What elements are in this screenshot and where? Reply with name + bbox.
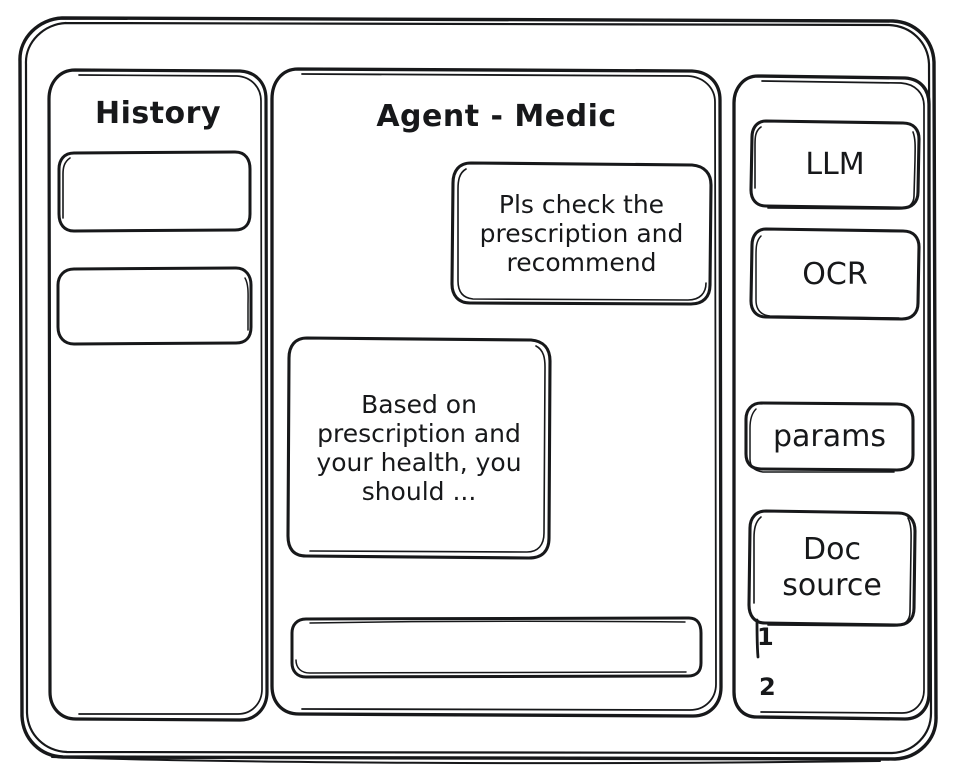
doc-source-item-1[interactable]: 1 <box>757 623 775 651</box>
doc-source-item-2[interactable]: 2 <box>759 673 777 701</box>
history-panel-title: History <box>94 96 222 131</box>
main-panel-title: Agent - Medic <box>376 99 617 134</box>
params-tile-label: params <box>773 419 886 454</box>
doc-source-tile-label: Doc source <box>782 532 882 603</box>
user-message-text: Pls check the prescription and recommend <box>479 190 684 277</box>
ocr-tile[interactable]: OCR <box>751 229 919 319</box>
history-item-2-label <box>58 268 251 344</box>
history-item-1[interactable] <box>59 152 250 231</box>
window-frame-bottom-overshoot <box>51 756 881 765</box>
params-tile[interactable]: params <box>746 403 913 470</box>
history-item-2[interactable] <box>58 268 251 344</box>
assistant-message-text: Based on prescription and your health, y… <box>316 390 522 506</box>
history-item-1-label <box>59 152 250 231</box>
ocr-tile-label: OCR <box>802 256 868 292</box>
message-composer-input[interactable] <box>292 618 701 677</box>
llm-tile-label: LLM <box>805 147 865 182</box>
llm-tile[interactable]: LLM <box>751 121 919 208</box>
user-message-bubble: Pls check the prescription and recommend <box>452 163 711 304</box>
doc-source-tile[interactable]: Doc source <box>749 511 915 625</box>
assistant-message-bubble: Based on prescription and your health, y… <box>288 338 550 558</box>
